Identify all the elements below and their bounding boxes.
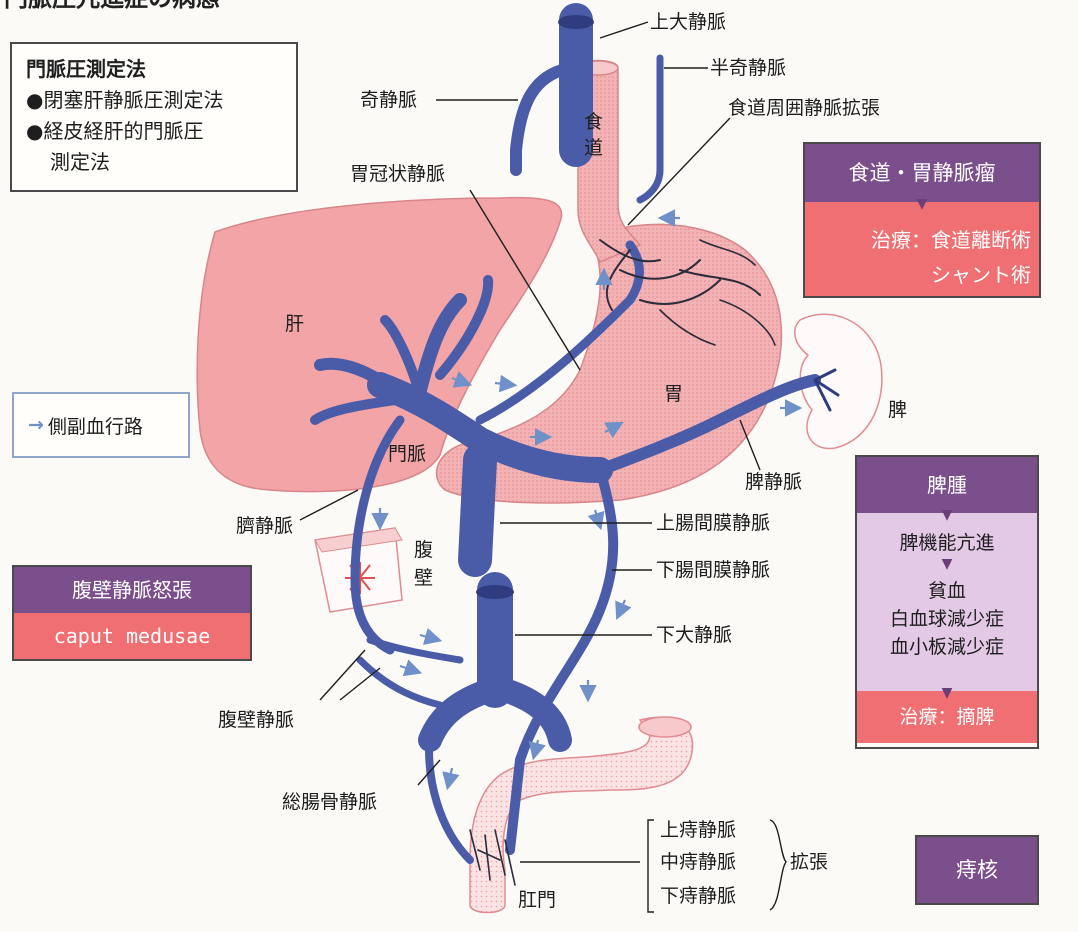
ivc-opening bbox=[476, 585, 514, 599]
label-abdominal-wall-veins: 腹壁静脈 bbox=[218, 709, 294, 731]
method-heading: 門脈圧測定法 bbox=[26, 54, 282, 85]
legend-label: 側副血行路 bbox=[48, 412, 143, 439]
hemorrhoid-right-brace bbox=[770, 820, 786, 910]
label-hemorrhoid-upper: 上痔静脈 bbox=[660, 819, 736, 841]
label-svc: 上大静脈 bbox=[650, 11, 726, 33]
measurement-method-box: 門脈圧測定法 ●閉塞肝静脈圧測定法 ●経皮経肝的門脈圧 測定法 bbox=[10, 42, 298, 192]
label-abdominal-wall-1: 腹 bbox=[414, 539, 433, 561]
page-title: 門脈圧亢進症の病態 bbox=[4, 0, 220, 12]
splenomegaly-box: 脾腫 ▼ 脾機能亢進 ▼ 貧血 白血球減少症 血小板減少症 ▼ 治療：摘脾 bbox=[855, 455, 1039, 749]
label-periesophageal: 食道周囲静脈拡張 bbox=[728, 97, 880, 119]
label-abdominal-wall-2: 壁 bbox=[414, 567, 433, 589]
method-item-continued: 測定法 bbox=[26, 147, 282, 178]
label-dilation: 拡張 bbox=[790, 851, 828, 873]
label-coronary: 胃冠状静脈 bbox=[350, 163, 445, 185]
varix-shunt: シャント術 bbox=[805, 253, 1039, 288]
label-portal: 門脈 bbox=[388, 443, 426, 465]
hemiazygos-vessel bbox=[640, 58, 660, 200]
varix-box: 食道・胃静脈瘤 ▼ 治療：食道離断術 シャント術 bbox=[803, 142, 1041, 298]
down-triangle-icon: ▼ bbox=[857, 508, 1037, 522]
legend-box: → 側副血行路 bbox=[12, 392, 190, 458]
label-hemiazygos: 半奇静脈 bbox=[710, 57, 786, 79]
anemia-text: 貧血 bbox=[857, 571, 1037, 605]
varix-header: 食道・胃静脈瘤 bbox=[805, 144, 1039, 202]
label-esophagus-1: 食 bbox=[584, 111, 603, 133]
label-ivc: 下大静脈 bbox=[656, 624, 732, 646]
label-imv: 下腸間膜静脈 bbox=[656, 559, 770, 581]
label-anus: 肛門 bbox=[518, 889, 556, 911]
colon-opening bbox=[639, 717, 691, 737]
collateral-arrow-icon: → bbox=[28, 414, 44, 436]
splenectomy-cell: ▼ 治療：摘脾 bbox=[857, 691, 1037, 743]
down-triangle-icon: ▼ bbox=[805, 197, 1039, 211]
label-umbilical: 臍静脈 bbox=[236, 515, 293, 537]
bullet-icon: ● bbox=[26, 88, 43, 112]
method-item: ●閉塞肝静脈圧測定法 bbox=[26, 85, 282, 116]
label-hemorrhoid-middle: 中痔静脈 bbox=[660, 851, 736, 873]
colon-shape bbox=[470, 717, 693, 912]
label-stomach: 胃 bbox=[664, 383, 683, 405]
abdominal-wall-box: 腹壁静脈怒張 caput medusae bbox=[12, 565, 252, 661]
bullet-icon: ● bbox=[26, 119, 43, 143]
iliac-vein-left bbox=[430, 690, 490, 740]
caput-medusae-cell: caput medusae bbox=[14, 613, 250, 659]
label-hemorrhoid-lower: 下痔静脈 bbox=[660, 885, 736, 907]
label-liver: 肝 bbox=[285, 313, 304, 335]
svc-opening bbox=[558, 15, 594, 29]
method-item: ●経皮経肝的門脈圧 bbox=[26, 116, 282, 147]
label-esophagus-2: 道 bbox=[584, 137, 603, 159]
label-smv: 上腸間膜静脈 bbox=[656, 512, 770, 534]
abdominal-wall-header: 腹壁静脈怒張 bbox=[14, 567, 250, 613]
label-splenic: 脾静脈 bbox=[745, 471, 802, 493]
splenomegaly-body: ▼ 脾機能亢進 ▼ 貧血 白血球減少症 血小板減少症 bbox=[857, 513, 1037, 691]
splenectomy-text: 治療：摘脾 bbox=[899, 706, 994, 728]
azygos-vessel bbox=[516, 70, 562, 170]
splenomegaly-header: 脾腫 bbox=[857, 457, 1037, 513]
smv-vessel bbox=[475, 460, 480, 560]
hemorrhoid-box: 痔核 bbox=[915, 835, 1039, 905]
hemorrhoid-left-bracket bbox=[648, 820, 654, 912]
down-triangle-icon: ▼ bbox=[857, 557, 1037, 571]
thrombocytopenia-text: 血小板減少症 bbox=[857, 633, 1037, 661]
label-azygos: 奇静脈 bbox=[360, 89, 417, 111]
leukopenia-text: 白血球減少症 bbox=[857, 605, 1037, 633]
varix-body: ▼ 治療：食道離断術 シャント術 bbox=[805, 202, 1039, 296]
label-spleen: 脾 bbox=[888, 399, 907, 421]
label-iliac: 総腸骨静脈 bbox=[282, 791, 377, 813]
down-triangle-icon: ▼ bbox=[857, 686, 1037, 700]
